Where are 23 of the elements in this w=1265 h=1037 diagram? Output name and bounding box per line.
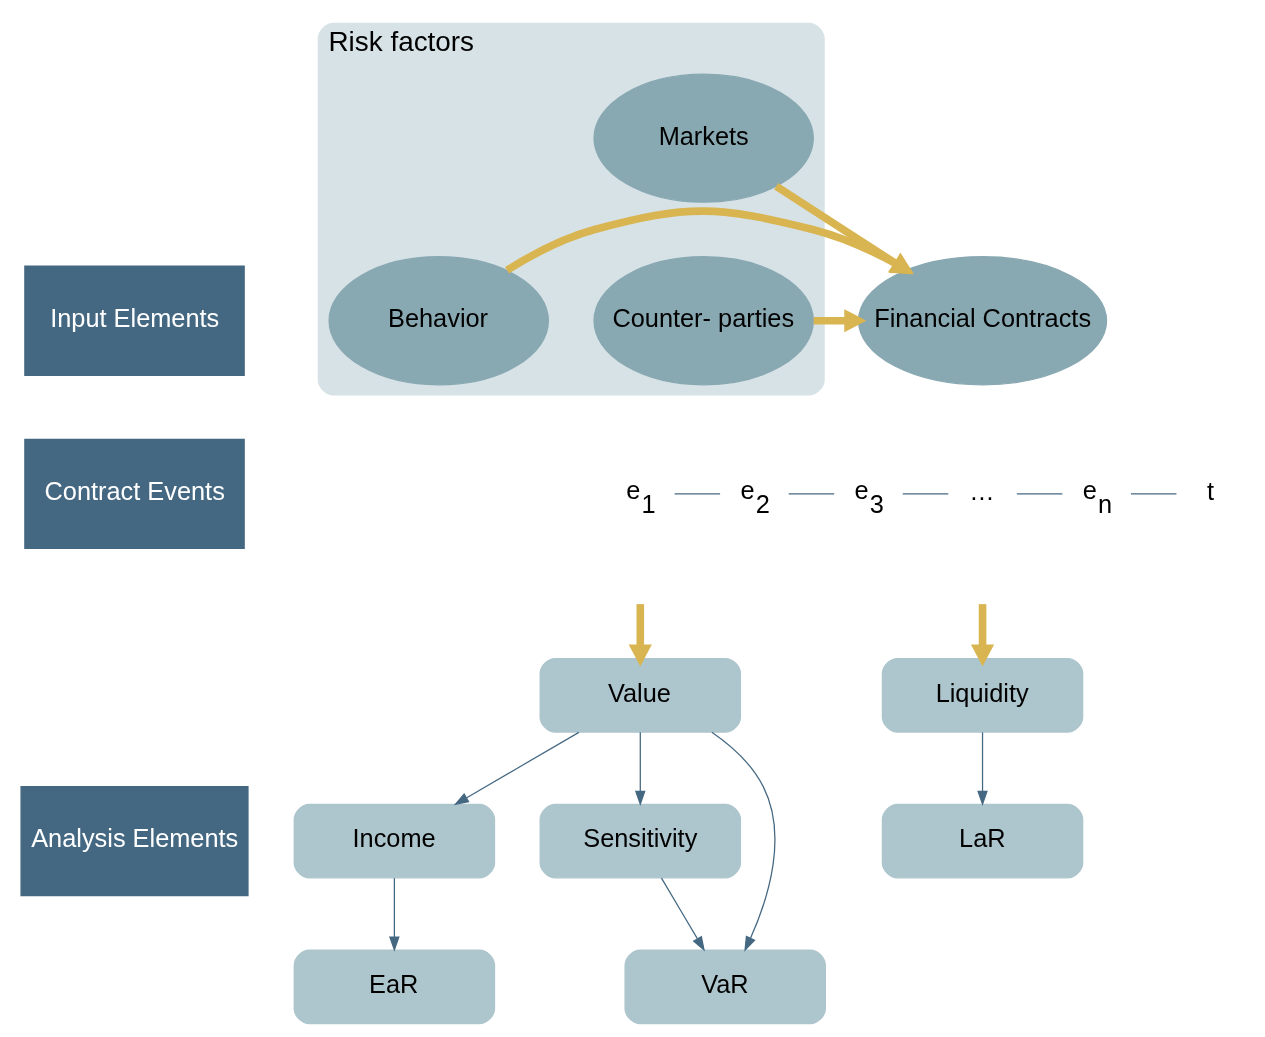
arrow: [634, 731, 646, 806]
node-box: Contract Events: [23, 438, 245, 549]
node-ellipse: Counter- parties: [592, 256, 814, 386]
node-box: Income: [293, 803, 495, 879]
arrow: [976, 731, 988, 806]
arrow: [453, 731, 579, 806]
node-box: Input Elements: [23, 265, 245, 376]
node-ellipse: Financial Contracts: [857, 256, 1107, 386]
arrow: [388, 877, 400, 952]
node-box: EaR: [293, 949, 495, 1025]
arrow: [660, 877, 705, 952]
node-box: Analysis Elements: [19, 785, 249, 897]
node-ellipse: Markets: [592, 73, 814, 203]
label: …: [968, 477, 995, 506]
arrow: [813, 309, 866, 333]
arrow: [710, 731, 776, 952]
label: t: [1206, 477, 1214, 506]
node-box: LaR: [881, 803, 1083, 879]
node-box: VaR: [623, 949, 826, 1025]
node-ellipse: Behavior: [327, 256, 549, 386]
node-box: Liquidity: [881, 657, 1083, 733]
node-box: Sensitivity: [539, 803, 741, 879]
node-box: Value: [539, 657, 741, 733]
